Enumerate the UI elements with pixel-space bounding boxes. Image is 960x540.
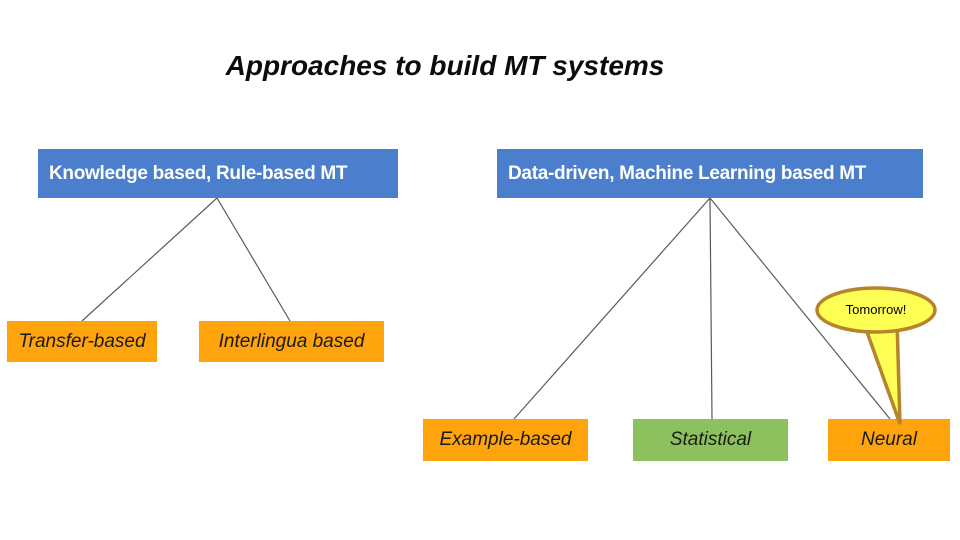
slide-title: Approaches to build MT systems xyxy=(225,50,665,81)
interlingua-based-box: Interlingua based xyxy=(199,321,384,362)
statistical-box: Statistical xyxy=(633,419,788,461)
data-driven-ml-mt-label: Data-driven, Machine Learning based MT xyxy=(508,162,867,184)
transfer-based-box: Transfer-based xyxy=(7,321,157,362)
connector-line-datadriven-example xyxy=(513,197,711,420)
connector-line-datadriven-statistical xyxy=(709,197,713,420)
transfer-based-label: Transfer-based xyxy=(18,330,146,352)
interlingua-based-label: Interlingua based xyxy=(218,330,365,352)
connector-line-knowledge-interlingua xyxy=(216,197,291,322)
example-based-box: Example-based xyxy=(423,419,588,461)
neural-box: Neural xyxy=(828,419,950,461)
data-driven-ml-mt-box: Data-driven, Machine Learning based MT xyxy=(497,149,923,198)
callout-tail xyxy=(859,316,902,425)
knowledge-rule-based-mt-box: Knowledge based, Rule-based MT xyxy=(38,149,398,198)
connector-line-knowledge-transfer xyxy=(81,197,218,322)
neural-label: Neural xyxy=(861,429,917,450)
example-based-label: Example-based xyxy=(439,429,572,450)
statistical-label: Statistical xyxy=(669,429,752,450)
knowledge-rule-based-mt-label: Knowledge based, Rule-based MT xyxy=(49,162,348,184)
callout-text: Tomorrow! xyxy=(845,302,907,317)
